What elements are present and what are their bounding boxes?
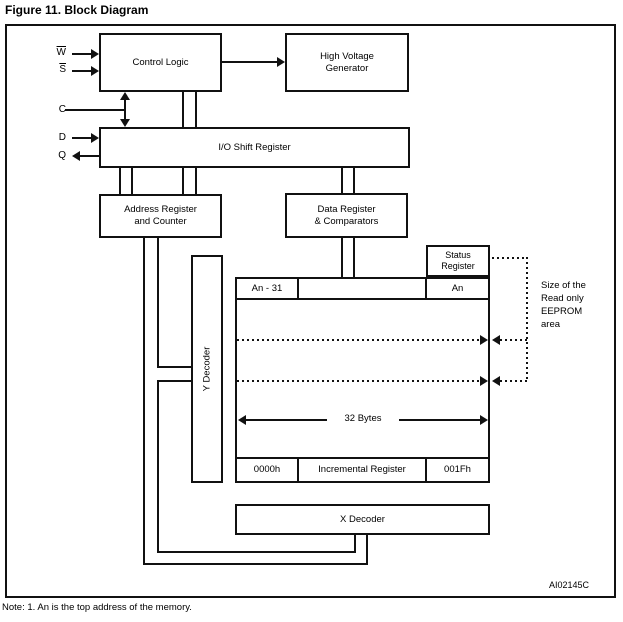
arrowhead-right — [277, 57, 285, 67]
note-line2: Read only — [541, 293, 584, 304]
arrowhead-left — [72, 151, 80, 161]
arrowhead-right — [480, 376, 488, 386]
pin-label-c: C — [58, 104, 66, 115]
block-label-line1: Address Register — [124, 204, 197, 215]
addr-bus-outer-xdecoder-riser — [366, 535, 368, 565]
signal-line-q — [79, 155, 99, 157]
memory-top-row-divider — [237, 298, 488, 300]
addr-bus-inner-horizontal — [157, 551, 356, 553]
arrowhead-left — [492, 376, 500, 386]
addr-bus-inner-vertical-top — [157, 238, 159, 368]
block-io-shift-register: I/O Shift Register — [99, 127, 410, 168]
arrowhead-down — [120, 119, 130, 127]
bus-io-data — [341, 168, 343, 193]
arrowhead-left — [238, 415, 246, 425]
figure-footnote: Note: 1. An is the top address of the me… — [2, 602, 192, 613]
memory-cell-001fh: 001Fh — [444, 464, 471, 475]
block-label: Y Decoder — [201, 346, 212, 392]
block-x-decoder: X Decoder — [235, 504, 490, 535]
bracket-dotted-vertical — [526, 257, 528, 382]
addr-bus-inner-xdecoder-riser — [354, 535, 356, 553]
width-span-label: 32 Bytes — [327, 413, 399, 424]
memory-top-row-separator — [297, 279, 299, 300]
block-address-register: Address Register and Counter — [99, 194, 222, 238]
arrowhead-right — [480, 335, 488, 345]
addr-bus-outer-horizontal — [143, 563, 368, 565]
pin-label-d: D — [58, 132, 66, 143]
figure-border — [5, 24, 616, 598]
figure-title: Figure 11. Block Diagram — [5, 3, 149, 17]
pin-label-w: W — [56, 47, 66, 58]
signal-line-c — [65, 109, 124, 111]
bracket-dotted-upper-arrow-line — [500, 339, 527, 341]
block-control-logic: Control Logic — [99, 33, 222, 92]
bus-cl-io — [195, 92, 197, 127]
arrowhead-up — [120, 92, 130, 100]
block-label-line2: & Comparators — [314, 215, 379, 227]
bus-data-array — [341, 238, 343, 277]
pin-label-q: Q — [58, 150, 66, 161]
bus-io-addr — [195, 168, 197, 194]
bracket-dotted-top — [492, 257, 528, 259]
note-line1: Size of the — [541, 280, 586, 291]
clock-double-arrow-line — [124, 99, 126, 120]
memory-bottom-row-divider — [237, 457, 488, 459]
signal-line-d — [72, 137, 92, 139]
arrowhead-right — [91, 49, 99, 59]
block-label-line1: Status — [445, 250, 471, 260]
block-y-decoder: Y Decoder — [191, 255, 223, 483]
block-label: Control Logic — [132, 56, 189, 68]
arrowhead-right — [91, 66, 99, 76]
block-data-register: Data Register & Comparators — [285, 193, 408, 238]
bus-io-addr — [182, 168, 184, 194]
figure-reference-code: AI02145C — [549, 580, 590, 590]
addr-bus-ydecoder-stub-lower — [157, 380, 191, 382]
memory-bottom-row-separator — [425, 459, 427, 481]
bracket-dotted-lower-arrow-line — [500, 380, 527, 382]
readonly-area-upper-dotted-line — [237, 339, 482, 341]
bus-cl-io — [182, 92, 184, 127]
block-label-line2: Generator — [325, 62, 369, 74]
arrowhead-left — [492, 335, 500, 345]
memory-top-row-separator — [425, 279, 427, 300]
memory-cell-an: An — [451, 283, 464, 294]
signal-line-w — [72, 53, 92, 55]
block-label: I/O Shift Register — [218, 141, 291, 153]
arrowhead-right — [480, 415, 488, 425]
bus-io-data — [353, 168, 355, 193]
memory-bottom-row-separator — [297, 459, 299, 481]
bus-io-addr — [119, 168, 121, 194]
block-status-register: Status Register — [426, 245, 490, 277]
arrowhead-right — [91, 133, 99, 143]
connector-cl-hvgen — [222, 61, 278, 63]
block-label-line1: Data Register — [317, 203, 376, 215]
addr-bus-inner-vertical-bottom — [157, 380, 159, 553]
bus-io-addr — [131, 168, 133, 194]
note-line3: EEPROM — [541, 306, 583, 317]
note-line4: area — [541, 319, 561, 330]
block-label-line2: and Counter — [134, 216, 187, 227]
memory-cell-top-address: An - 31 — [251, 283, 283, 294]
pin-label-s: S — [59, 64, 66, 75]
signal-line-s — [72, 70, 92, 72]
addr-bus-ydecoder-stub-upper — [157, 366, 191, 368]
memory-cell-0000h: 0000h — [253, 464, 281, 475]
readonly-area-note: Size of the Read only EEPROM area — [541, 279, 586, 331]
readonly-area-lower-dotted-line — [237, 380, 482, 382]
memory-cell-incremental-register: Incremental Register — [318, 464, 406, 475]
bus-data-array — [353, 238, 355, 277]
block-label-line1: High Voltage — [320, 50, 374, 62]
block-label-line2: Register — [441, 261, 475, 271]
block-label: X Decoder — [340, 513, 385, 525]
addr-bus-outer-vertical — [143, 238, 145, 565]
block-high-voltage-generator: High Voltage Generator — [285, 33, 409, 92]
